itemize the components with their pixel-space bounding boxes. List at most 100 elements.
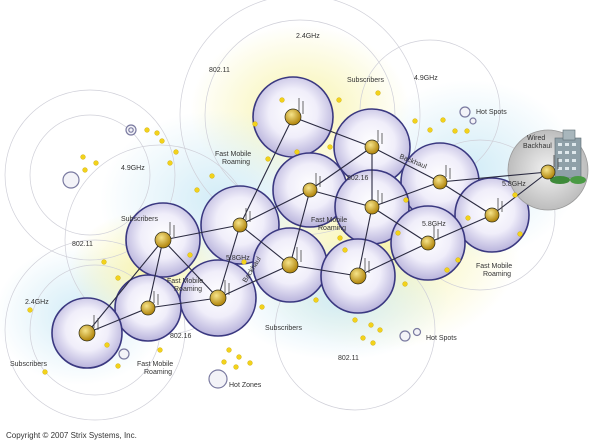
subscriber-dot bbox=[252, 121, 258, 127]
hot-spot-rings bbox=[62, 106, 477, 389]
label-band-802-16-top: 802.16 bbox=[347, 175, 369, 182]
subscriber-dot bbox=[221, 359, 227, 365]
access-point-icon bbox=[540, 164, 556, 180]
building-window bbox=[572, 167, 576, 170]
label-band-802-11-bottom: 802.11 bbox=[338, 355, 359, 362]
subscriber-dots bbox=[27, 90, 523, 375]
subscriber-dot bbox=[236, 354, 242, 360]
building-window bbox=[572, 143, 576, 146]
access-point-icon bbox=[432, 174, 448, 190]
subscriber-dot bbox=[440, 117, 446, 123]
label-band-4-9-left: 4.9GHz bbox=[121, 165, 145, 172]
label-fast-mobile-top-line1: Fast Mobile bbox=[215, 151, 251, 158]
mesh-link bbox=[162, 224, 241, 241]
mesh-links bbox=[86, 116, 549, 334]
mesh-link bbox=[162, 239, 219, 299]
subscriber-dot bbox=[80, 154, 86, 160]
mesh-link bbox=[239, 224, 291, 266]
subscriber-dot bbox=[173, 149, 179, 155]
subscriber-dot bbox=[403, 197, 409, 203]
access-point-icon bbox=[281, 256, 299, 274]
label-band-5-8-right: 5.8GHz bbox=[502, 181, 526, 188]
hot-spot-icon bbox=[412, 327, 422, 337]
subscriber-dot bbox=[279, 97, 285, 103]
label-subscribers-left: Subscribers bbox=[121, 216, 158, 223]
subscriber-dot bbox=[115, 363, 121, 369]
label-hot-spots-top: Hot Spots bbox=[476, 109, 507, 116]
subscriber-dot bbox=[209, 173, 215, 179]
mesh-link bbox=[371, 181, 441, 208]
building-window bbox=[558, 151, 562, 154]
subscriber-dot bbox=[104, 342, 110, 348]
building-window bbox=[565, 159, 569, 162]
hot-zone-icon bbox=[62, 171, 80, 189]
label-subscribers-top: Subscribers bbox=[347, 77, 384, 84]
subscriber-dot bbox=[187, 252, 193, 258]
label-hot-zones: Hot Zones bbox=[229, 382, 262, 389]
subscriber-dot bbox=[265, 156, 271, 162]
label-fast-mobile-top-line2: Roaming bbox=[222, 159, 250, 166]
access-point-icon bbox=[364, 199, 380, 215]
subscriber-dot bbox=[427, 127, 433, 133]
subscriber-dot bbox=[444, 267, 450, 273]
subscriber-dot bbox=[370, 340, 376, 346]
subscriber-dot bbox=[360, 335, 366, 341]
subscriber-dot bbox=[247, 360, 253, 366]
subscriber-dot bbox=[342, 247, 348, 253]
subscriber-dot bbox=[337, 235, 343, 241]
building-windows bbox=[558, 143, 576, 170]
mesh-link bbox=[217, 264, 291, 299]
label-hot-spots-bottom: Hot Spots bbox=[426, 335, 457, 342]
label-fast-mobile-left-line1: Fast Mobile bbox=[167, 278, 203, 285]
mesh-link bbox=[289, 189, 311, 266]
label-band-5-8-left: 5.8GHz bbox=[226, 255, 250, 262]
mesh-link bbox=[239, 189, 311, 226]
access-points bbox=[78, 108, 556, 342]
subscriber-dot bbox=[395, 230, 401, 236]
shrubbery bbox=[550, 176, 570, 184]
subscriber-dot bbox=[464, 128, 470, 134]
label-fast-mobile-right-line2: Roaming bbox=[483, 271, 511, 278]
access-point-icon bbox=[302, 182, 318, 198]
access-point-icon bbox=[154, 231, 172, 249]
mesh-link bbox=[292, 116, 373, 148]
subscriber-dot bbox=[412, 118, 418, 124]
subscriber-dot bbox=[154, 130, 160, 136]
subscriber-dot bbox=[159, 138, 165, 144]
subscriber-dot bbox=[377, 327, 383, 333]
subscriber-dot bbox=[336, 97, 342, 103]
label-band-802-11-top: 802.11 bbox=[209, 67, 230, 74]
mesh-link bbox=[86, 307, 149, 334]
label-band-2-4-left: 2.4GHz bbox=[25, 299, 49, 306]
mesh-link bbox=[86, 239, 164, 334]
mesh-link bbox=[357, 242, 429, 277]
access-point-icon bbox=[364, 139, 380, 155]
subscriber-dot bbox=[455, 257, 461, 263]
label-fast-mobile-center-line2: Roaming bbox=[318, 225, 346, 232]
subscriber-dot bbox=[233, 364, 239, 370]
access-point-icon bbox=[232, 217, 248, 233]
access-point-icon bbox=[484, 207, 500, 223]
subscriber-dot bbox=[144, 127, 150, 133]
subscriber-dot bbox=[402, 281, 408, 287]
range-ring bbox=[4, 239, 186, 421]
subscriber-dot bbox=[294, 149, 300, 155]
subscriber-dot bbox=[517, 231, 523, 237]
label-band-4-9-top: 4.9GHz bbox=[414, 75, 438, 82]
subscriber-dot bbox=[452, 128, 458, 134]
hot-spot-icon bbox=[128, 127, 134, 133]
shrubbery bbox=[570, 176, 586, 184]
building-icon bbox=[562, 129, 576, 141]
mesh-link bbox=[217, 224, 241, 299]
copyright-notice: Copyright © 2007 Strix Systems, Inc. bbox=[6, 431, 137, 440]
subscriber-dot bbox=[313, 297, 319, 303]
building-window bbox=[572, 151, 576, 154]
hot-spot-icon bbox=[469, 117, 477, 125]
label-wired-backhaul-line2: Backhaul bbox=[523, 143, 552, 150]
building-window bbox=[565, 151, 569, 154]
access-point-icon bbox=[209, 289, 227, 307]
access-point-icon bbox=[284, 108, 302, 126]
mesh-link bbox=[289, 264, 359, 277]
subscriber-dot bbox=[27, 307, 33, 313]
